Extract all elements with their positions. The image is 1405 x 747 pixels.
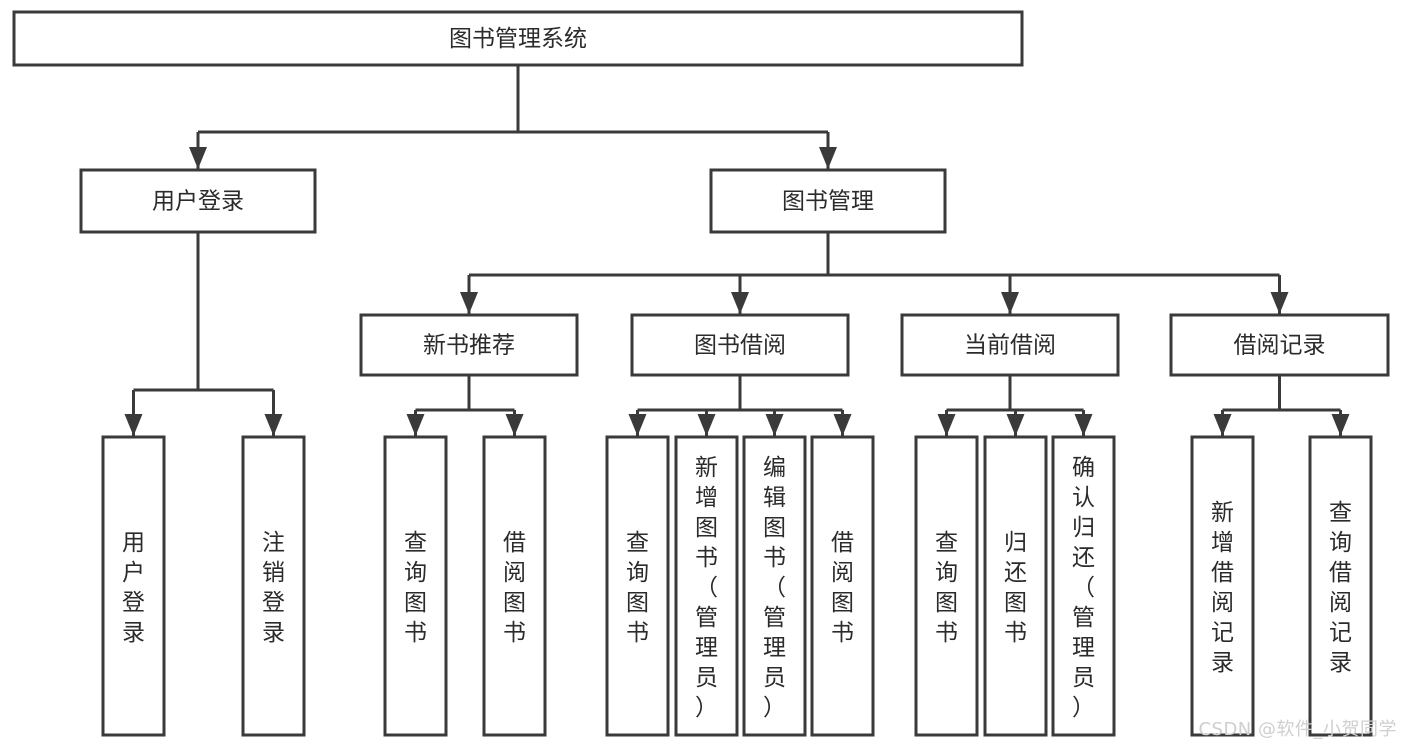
node-rect-leaf-borrow-book xyxy=(810,435,875,737)
node-label-borrow-record: 借阅记录 xyxy=(1234,333,1326,359)
arrow-head-icon-user-login-0 xyxy=(124,414,143,436)
node-label-leaf-query-book-current: 查询图书 xyxy=(935,530,958,646)
node-leaf-query-borrow-record[interactable]: 查询借阅记录 xyxy=(1308,435,1373,737)
node-book-borrow[interactable]: 图书借阅 xyxy=(630,313,850,377)
node-leaf-add-borrow-record[interactable]: 新增借阅记录 xyxy=(1190,435,1255,737)
node-rect-root xyxy=(12,10,1024,67)
node-user-login[interactable]: 用户登录 xyxy=(79,168,317,234)
node-label-leaf-query-borrow-record: 查询借阅记录 xyxy=(1329,500,1352,676)
arrow-head-icon-book-borrow-2 xyxy=(765,414,784,436)
arrow-head-icon-root-1 xyxy=(819,147,837,169)
node-leaf-edit-book-admin[interactable]: 编辑图书（管理员） xyxy=(742,435,807,737)
node-leaf-return-book[interactable]: 归还图书 xyxy=(983,435,1048,737)
node-label-leaf-borrow-book: 借阅图书 xyxy=(831,530,854,646)
node-label-leaf-query-book-borrow: 查询图书 xyxy=(626,530,649,646)
connector-lines xyxy=(124,65,1350,436)
node-new-book-recommend[interactable]: 新书推荐 xyxy=(359,313,579,377)
arrow-head-icon-user-login-1 xyxy=(264,414,283,436)
arrow-head-icon-book-management-1 xyxy=(731,292,749,314)
node-rect-book-management xyxy=(709,168,947,234)
arrow-head-icon-book-borrow-3 xyxy=(833,414,852,436)
node-label-leaf-confirm-return-admin: 确认归还（管理员） xyxy=(1072,455,1095,721)
arrow-head-icon-borrow-record-1 xyxy=(1331,414,1350,436)
node-current-borrow[interactable]: 当前借阅 xyxy=(900,313,1120,377)
node-label-root: 图书管理系统 xyxy=(449,26,587,52)
node-rect-new-book-recommend xyxy=(359,313,579,377)
node-rect-leaf-edit-book-admin xyxy=(742,435,807,737)
node-label-leaf-return-book: 归还图书 xyxy=(1004,530,1027,646)
node-label-book-management: 图书管理 xyxy=(782,189,874,215)
node-label-leaf-borrow-book-rec: 借阅图书 xyxy=(503,530,526,646)
node-leaf-add-book-admin[interactable]: 新增图书（管理员） xyxy=(674,435,739,737)
node-rect-leaf-query-borrow-record xyxy=(1308,435,1373,737)
arrow-head-icon-current-borrow-1 xyxy=(1006,414,1025,436)
node-rect-leaf-user-login xyxy=(101,435,166,737)
node-leaf-borrow-book-rec[interactable]: 借阅图书 xyxy=(482,435,547,737)
arrow-head-icon-book-management-0 xyxy=(460,292,478,314)
node-leaf-borrow-book[interactable]: 借阅图书 xyxy=(810,435,875,737)
node-rect-leaf-logout-login xyxy=(241,435,306,737)
node-rect-leaf-return-book xyxy=(983,435,1048,737)
arrow-head-icon-book-management-3 xyxy=(1270,292,1289,314)
node-borrow-record[interactable]: 借阅记录 xyxy=(1169,313,1390,377)
node-rect-leaf-query-book-current xyxy=(914,435,979,737)
node-label-leaf-add-book-admin: 新增图书（管理员） xyxy=(695,455,718,721)
arrow-head-icon-current-borrow-2 xyxy=(1074,414,1093,436)
arrow-head-icon-book-borrow-0 xyxy=(628,414,647,436)
node-label-book-borrow: 图书借阅 xyxy=(694,333,786,359)
arrow-head-icon-new-book-recommend-1 xyxy=(505,414,524,436)
node-label-user-login: 用户登录 xyxy=(152,189,244,215)
arrow-head-icon-book-management-2 xyxy=(1001,292,1019,314)
arrow-head-icon-borrow-record-0 xyxy=(1213,414,1232,436)
node-leaf-logout-login[interactable]: 注销登录 xyxy=(241,435,306,737)
node-rect-current-borrow xyxy=(900,313,1120,377)
node-label-leaf-edit-book-admin: 编辑图书（管理员） xyxy=(763,455,786,721)
node-rect-leaf-query-book-borrow xyxy=(605,435,670,737)
node-leaf-query-book-rec[interactable]: 查询图书 xyxy=(383,435,448,737)
node-leaf-query-book-current[interactable]: 查询图书 xyxy=(914,435,979,737)
arrow-head-icon-book-borrow-1 xyxy=(697,414,716,436)
node-leaf-confirm-return-admin[interactable]: 确认归还（管理员） xyxy=(1051,435,1116,737)
node-rect-book-borrow xyxy=(630,313,850,377)
node-book-management[interactable]: 图书管理 xyxy=(709,168,947,234)
node-rect-leaf-borrow-book-rec xyxy=(482,435,547,737)
node-leaf-user-login[interactable]: 用户登录 xyxy=(101,435,166,737)
node-label-leaf-query-book-rec: 查询图书 xyxy=(404,530,427,646)
node-rect-borrow-record xyxy=(1169,313,1390,377)
node-root[interactable]: 图书管理系统 xyxy=(12,10,1024,67)
node-label-current-borrow: 当前借阅 xyxy=(964,333,1056,359)
arrow-head-icon-current-borrow-0 xyxy=(937,414,956,436)
node-label-leaf-logout-login: 注销登录 xyxy=(262,530,285,646)
node-rect-leaf-confirm-return-admin xyxy=(1051,435,1116,737)
node-boxes: 图书管理系统用户登录图书管理新书推荐图书借阅当前借阅借阅记录用户登录注销登录查询… xyxy=(12,10,1390,737)
node-rect-leaf-add-borrow-record xyxy=(1190,435,1255,737)
node-rect-leaf-query-book-rec xyxy=(383,435,448,737)
arrow-head-icon-new-book-recommend-0 xyxy=(406,414,425,436)
node-label-leaf-user-login: 用户登录 xyxy=(122,530,145,646)
node-rect-user-login xyxy=(79,168,317,234)
node-rect-leaf-add-book-admin xyxy=(674,435,739,737)
node-leaf-query-book-borrow[interactable]: 查询图书 xyxy=(605,435,670,737)
arrow-head-icon-root-0 xyxy=(189,147,207,169)
node-label-leaf-add-borrow-record: 新增借阅记录 xyxy=(1211,500,1234,676)
node-label-new-book-recommend: 新书推荐 xyxy=(423,333,515,359)
